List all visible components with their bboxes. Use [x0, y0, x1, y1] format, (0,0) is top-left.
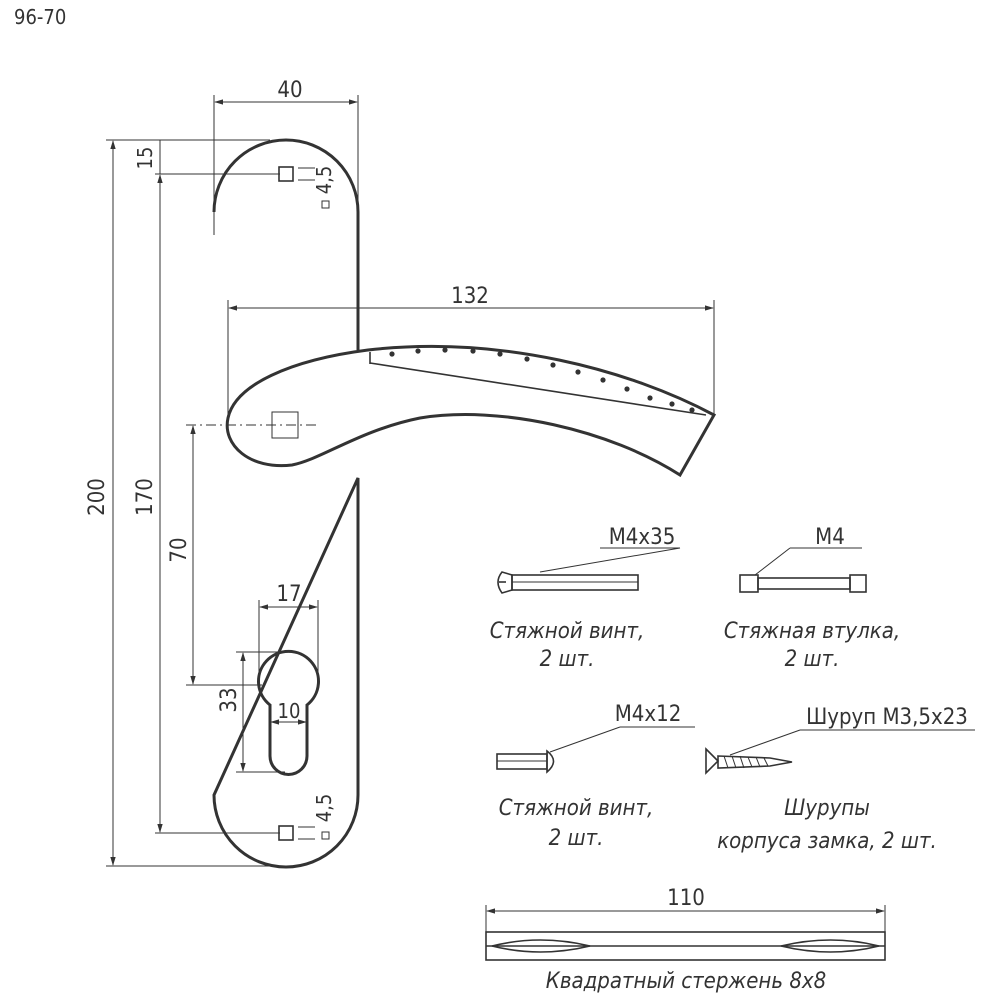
part1-spec: M4x35 [609, 525, 676, 550]
handle-outline [225, 344, 717, 478]
dim-cylinder-height: 33 [217, 687, 242, 712]
part-wood-screw [705, 729, 975, 775]
dim-screw-spacing: 170 [133, 478, 158, 516]
dim-spindle-length: 110 [667, 886, 705, 911]
bottom-screw-hole [278, 825, 294, 841]
dim-top-offset: 15 [133, 147, 157, 170]
part4-name: Шурупы [784, 796, 870, 821]
part1-name: Стяжной винт, [490, 619, 645, 644]
dim-total-height: 200 [85, 478, 110, 516]
top-screw-hole [278, 166, 294, 182]
part-screw-m4x12 [496, 726, 695, 774]
part4-spec: Шуруп M3,5x23 [806, 705, 968, 730]
handle-inlay-dots [389, 347, 695, 413]
handle-inlay-edge [369, 362, 707, 416]
part1-qty: 2 шт. [540, 647, 595, 672]
part-sleeve-m4 [739, 547, 867, 593]
model-code: 96-70 [14, 5, 66, 29]
bottom-hole-marker [321, 831, 330, 840]
part2-name: Стяжная втулка, [724, 619, 900, 644]
top-hole-marker [321, 200, 330, 209]
lever-handle [186, 344, 717, 478]
part3-qty: 2 шт. [549, 826, 604, 851]
dim-plate-width: 40 [277, 78, 302, 103]
dim-cylinder-slot: 10 [278, 699, 301, 723]
dim-cylinder-width: 17 [276, 582, 301, 607]
back-plate [212, 138, 360, 869]
cylinder-cutout [257, 649, 320, 776]
part2-spec: M4 [815, 525, 845, 550]
plate-outline [212, 138, 360, 869]
part3-name: Стяжной винт, [499, 796, 654, 821]
part4-qty: корпуса замка, 2 шт. [717, 829, 937, 854]
dimension-lines [106, 95, 715, 867]
square-spindle [485, 905, 886, 961]
dim-spindle-to-cylinder: 70 [167, 537, 192, 562]
part2-qty: 2 шт. [785, 647, 840, 672]
part-screw-m4x35 [497, 547, 681, 594]
dim-top-hole: 4,5 [312, 166, 336, 195]
spindle-label: Квадратный стержень 8x8 [546, 969, 826, 994]
dim-bottom-hole: 4,5 [312, 794, 336, 823]
part3-spec: M4x12 [615, 702, 682, 727]
dim-handle-length: 132 [451, 284, 489, 309]
